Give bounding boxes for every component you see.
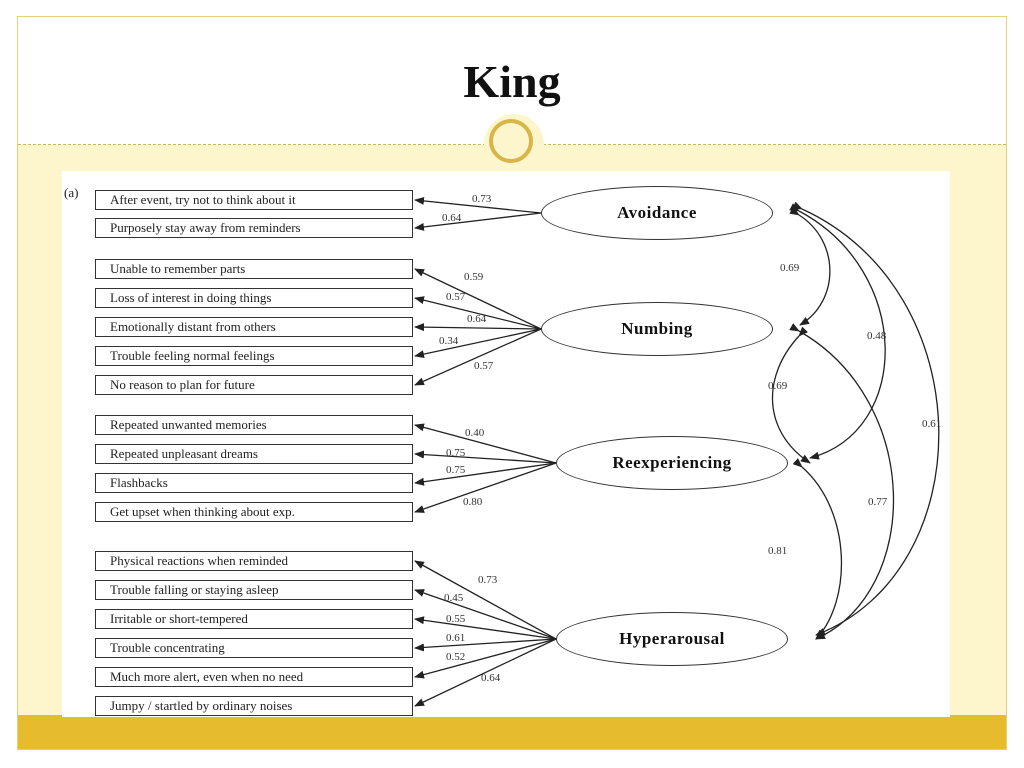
loading-arrow: [414, 638, 557, 652]
loading-label: 0.75: [446, 464, 466, 476]
indicator-box: Trouble falling or staying asleep: [95, 580, 413, 600]
loading-label: 0.64: [467, 313, 487, 325]
indicator-box: Loss of interest in doing things: [95, 288, 413, 308]
loading-label: 0.52: [446, 651, 466, 663]
path-diagram: (a) After event, try not to think about …: [62, 171, 950, 717]
loading-arrow: [414, 268, 542, 330]
indicator-box: Repeated unwanted memories: [95, 415, 413, 435]
loading-arrow: [414, 638, 557, 679]
correlation-curve: [771, 326, 811, 464]
loading-arrow: [414, 560, 557, 640]
loading-label: 0.57: [474, 360, 494, 372]
factor-hyperarousal: Hyperarousal: [556, 612, 788, 666]
slide: King (a) After event, try not to think a…: [17, 16, 1007, 750]
correlation-curve: [789, 206, 831, 326]
correlation-curve: [792, 201, 940, 636]
loading-arrow: [414, 328, 542, 359]
loading-arrow: [414, 423, 557, 464]
loading-label: 0.59: [464, 271, 484, 283]
correlation-curve: [792, 458, 843, 640]
ring-ornament-icon: [489, 119, 533, 163]
loading-arrow: [414, 462, 557, 513]
loading-arrow: [414, 589, 557, 640]
indicator-box: Get upset when thinking about exp.: [95, 502, 413, 522]
loading-label: 0.64: [442, 212, 462, 224]
correlation-label: 0.69: [768, 380, 788, 392]
correlation-label: 0.69: [780, 262, 800, 274]
slide-title: King: [463, 56, 561, 107]
loading-arrow: [414, 450, 557, 464]
correlation-label: 0.77: [868, 496, 888, 508]
loading-label: 0.34: [439, 335, 459, 347]
loading-arrow: [414, 196, 542, 214]
indicator-box: Purposely stay away from reminders: [95, 218, 413, 238]
indicator-box: Emotionally distant from others: [95, 317, 413, 337]
loading-label: 0.57: [446, 291, 466, 303]
factor-reexperiencing: Reexperiencing: [556, 436, 788, 490]
factor-numbing: Numbing: [541, 302, 773, 356]
loading-label: 0.73: [472, 193, 492, 205]
correlation-label: 0.61: [922, 418, 942, 430]
loading-arrow: [414, 328, 542, 386]
footer-band: [18, 715, 1006, 749]
loading-arrow: [414, 638, 557, 707]
loading-label: 0.61: [446, 632, 466, 644]
correlation-label: 0.48: [867, 330, 887, 342]
indicator-box: Physical reactions when reminded: [95, 551, 413, 571]
loading-arrow: [414, 462, 557, 486]
indicator-box: Jumpy / startled by ordinary noises: [95, 696, 413, 716]
indicator-box: Trouble feeling normal feelings: [95, 346, 413, 366]
loading-label: 0.55: [446, 613, 466, 625]
loading-arrow: [414, 323, 542, 332]
correlation-curve: [789, 323, 895, 640]
loading-label: 0.75: [446, 447, 466, 459]
loading-label: 0.73: [478, 574, 498, 586]
loading-label: 0.80: [463, 496, 483, 508]
indicator-box: Flashbacks: [95, 473, 413, 493]
figure-label: (a): [64, 185, 79, 200]
loading-label: 0.45: [444, 592, 464, 604]
indicator-box: Much more alert, even when no need: [95, 667, 413, 687]
indicator-box: No reason to plan for future: [95, 375, 413, 395]
loading-label: 0.40: [465, 427, 485, 439]
correlation-label: 0.81: [768, 545, 788, 557]
factor-avoidance: Avoidance: [541, 186, 773, 240]
indicator-box: Irritable or short-tempered: [95, 609, 413, 629]
correlation-curve: [789, 203, 886, 460]
diagram-lines: [414, 196, 940, 707]
indicator-box: Repeated unpleasant dreams: [95, 444, 413, 464]
indicator-box: After event, try not to think about it: [95, 190, 413, 210]
loading-arrow: [414, 296, 542, 330]
loading-label: 0.64: [481, 672, 501, 684]
indicator-box: Trouble concentrating: [95, 638, 413, 658]
indicator-box: Unable to remember parts: [95, 259, 413, 279]
loading-arrow: [414, 616, 557, 640]
loading-arrow: [414, 212, 542, 231]
